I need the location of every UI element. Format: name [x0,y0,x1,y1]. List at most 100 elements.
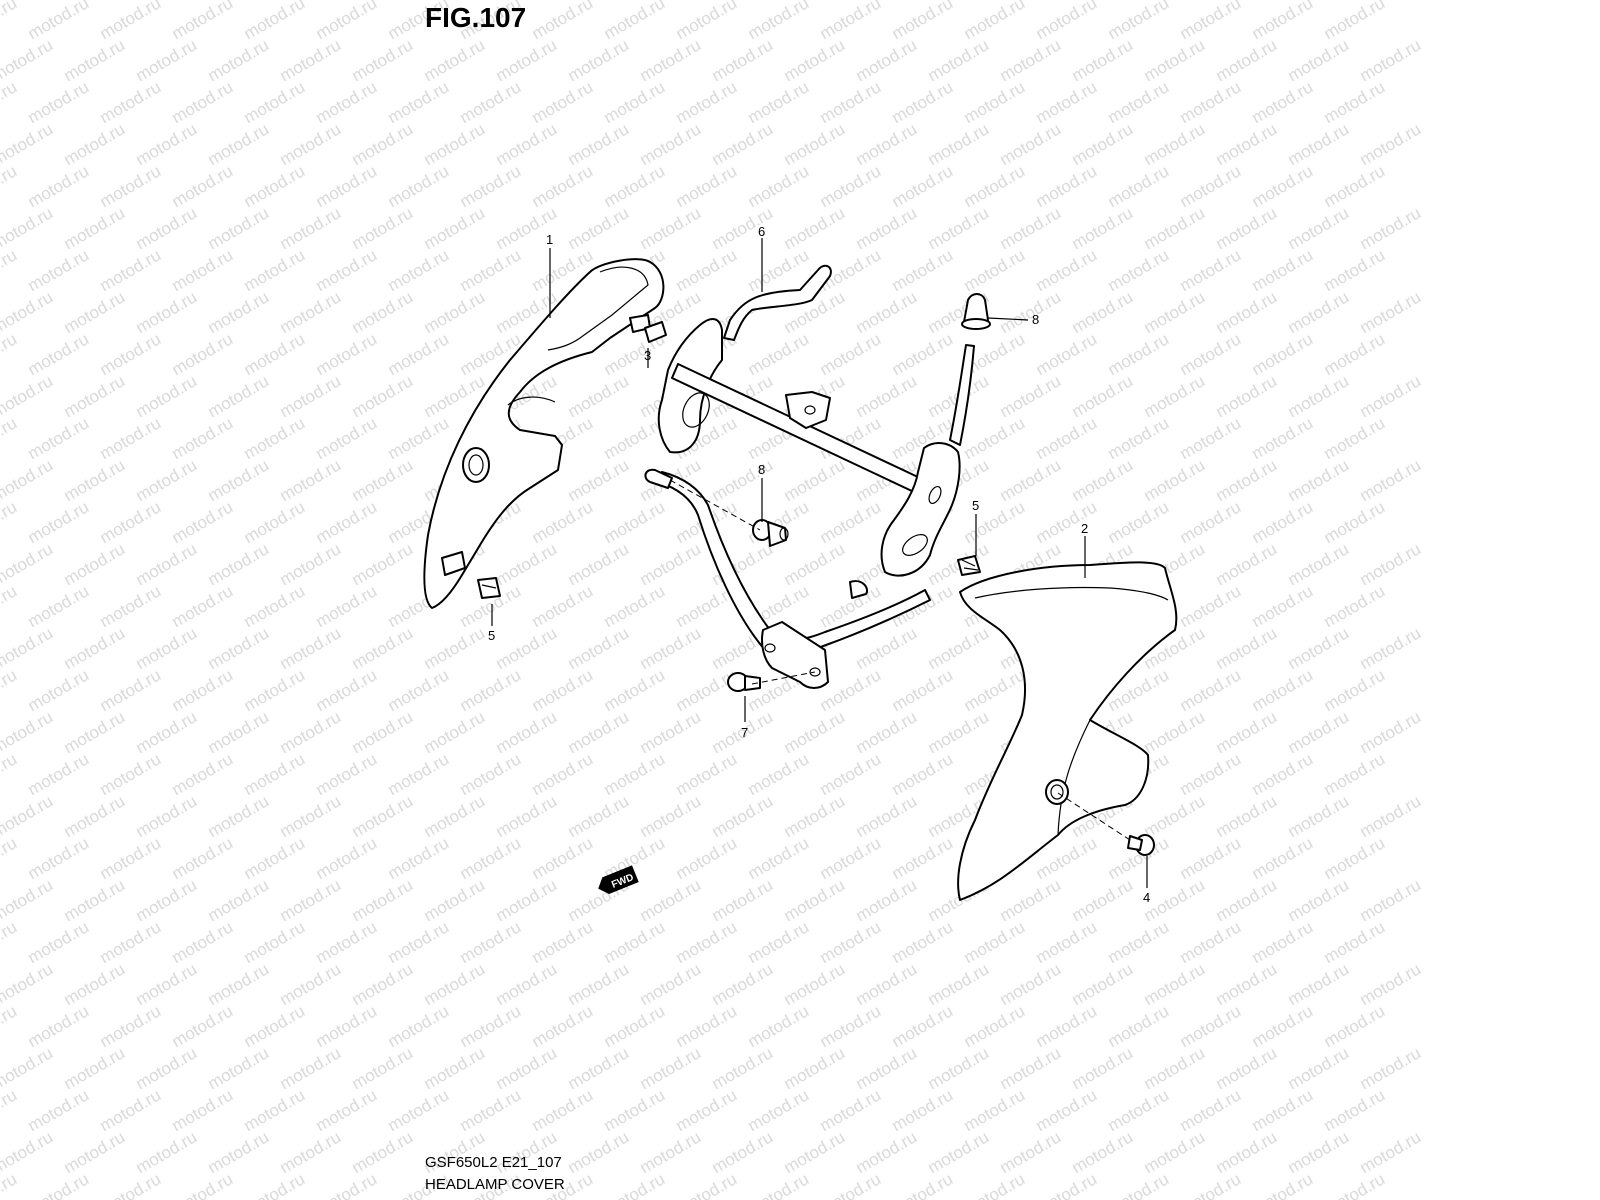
watermark-text: motod.ru [1177,1001,1245,1051]
watermark-text: motod.ru [61,539,129,589]
watermark-text: motod.ru [277,35,345,85]
watermark-text: motod.ru [565,119,633,169]
watermark-text: motod.ru [1249,665,1317,715]
watermark-text: motod.ru [673,833,741,883]
watermark-text: motod.ru [313,833,381,883]
watermark-text: motod.ru [925,1043,993,1093]
watermark-text: motod.ru [0,665,20,715]
watermark-text: motod.ru [1285,35,1353,85]
watermark-text: motod.ru [313,665,381,715]
watermark-text: motod.ru [565,1127,633,1177]
watermark-text: motod.ru [1357,287,1425,337]
watermark-text: motod.ru [1357,203,1425,253]
watermark-text: motod.ru [1285,119,1353,169]
callout-labels: 1 2 3 4 5 5 6 7 8 8 [488,224,1150,905]
watermark-text: motod.ru [997,35,1065,85]
watermark-text: motod.ru [817,1169,885,1200]
watermark-text: motod.ru [1105,1169,1173,1200]
watermark-text: motod.ru [1105,329,1173,379]
watermark-text: motod.ru [1285,287,1353,337]
watermark-text: motod.ru [1285,371,1353,421]
watermark-text: motod.ru [1321,1085,1389,1135]
watermark-text: motod.ru [1321,245,1389,295]
watermark-text: motod.ru [205,539,273,589]
watermark-text: motod.ru [61,371,129,421]
watermark-text: motod.ru [1141,707,1209,757]
watermark-text: motod.ru [1285,623,1353,673]
watermark-text: motod.ru [637,1127,705,1177]
watermark-text: motod.ru [385,1085,453,1135]
watermark-text: motod.ru [817,917,885,967]
watermark-text: motod.ru [205,875,273,925]
watermark-text: motod.ru [313,917,381,967]
watermark-text: motod.ru [1285,455,1353,505]
watermark-text: motod.ru [205,287,273,337]
watermark-text: motod.ru [853,287,921,337]
watermark-text: motod.ru [1033,497,1101,547]
watermark-text: motod.ru [997,455,1065,505]
watermark-text: motod.ru [493,623,561,673]
watermark-text: motod.ru [961,77,1029,127]
watermark-text: motod.ru [673,161,741,211]
watermark-text: motod.ru [745,833,813,883]
watermark-text: motod.ru [97,77,165,127]
watermark-text: motod.ru [277,707,345,757]
watermark-text: motod.ru [925,623,993,673]
watermark-text: motod.ru [421,875,489,925]
watermark-text: motod.ru [961,1169,1029,1200]
watermark-text: motod.ru [385,413,453,463]
watermark-text: motod.ru [457,1085,525,1135]
watermark-text: motod.ru [457,1001,525,1051]
watermark-text: motod.ru [313,161,381,211]
watermark-text: motod.ru [601,1001,669,1051]
watermark-text: motod.ru [565,371,633,421]
callout-5-right: 5 [972,498,979,513]
watermark-text: motod.ru [1069,959,1137,1009]
watermark-text: motod.ru [1177,161,1245,211]
watermark-text: motod.ru [25,1169,93,1200]
watermark-text: motod.ru [1141,455,1209,505]
watermark-text: motod.ru [0,0,20,43]
watermark-text: motod.ru [781,539,849,589]
watermark-text: motod.ru [1177,0,1245,43]
watermark-text: motod.ru [1285,791,1353,841]
watermark-text: motod.ru [673,245,741,295]
watermark-text: motod.ru [493,1043,561,1093]
watermark-text: motod.ru [1285,707,1353,757]
watermark-text: motod.ru [1321,749,1389,799]
watermark-text: motod.ru [1069,119,1137,169]
watermark-text: motod.ru [133,455,201,505]
leader-lines [491,238,1148,888]
watermark-text: motod.ru [781,119,849,169]
watermark-text: motod.ru [97,1085,165,1135]
watermark-text: motod.ru [673,0,741,43]
watermark-text: motod.ru [1033,0,1101,43]
watermark-text: motod.ru [1357,119,1425,169]
watermark-text: motod.ru [961,1001,1029,1051]
watermark-text: motod.ru [745,329,813,379]
watermark-text: motod.ru [97,161,165,211]
watermark-text: motod.ru [817,1085,885,1135]
watermark-text: motod.ru [349,455,417,505]
watermark-text: motod.ru [853,119,921,169]
watermark-text: motod.ru [0,497,20,547]
watermark-text: motod.ru [853,791,921,841]
watermark-text: motod.ru [637,875,705,925]
watermark-text: motod.ru [349,35,417,85]
watermark-text: motod.ru [169,0,237,43]
figure-title: FIG.107 [425,2,527,33]
watermark-text: motod.ru [1033,917,1101,967]
watermark-text: motod.ru [1357,707,1425,757]
watermark-text: motod.ru [25,833,93,883]
watermark-text: motod.ru [853,707,921,757]
watermark-text: motod.ru [1141,959,1209,1009]
watermark-text: motod.ru [853,875,921,925]
watermark-text: motod.ru [745,749,813,799]
callout-8-top: 8 [1032,312,1039,327]
watermark-text: motod.ru [25,917,93,967]
watermark-text: motod.ru [169,329,237,379]
watermark-text: motod.ru [1069,287,1137,337]
watermark-text: motod.ru [709,1127,777,1177]
watermark-text: motod.ru [169,245,237,295]
watermark-text: motod.ru [1321,77,1389,127]
